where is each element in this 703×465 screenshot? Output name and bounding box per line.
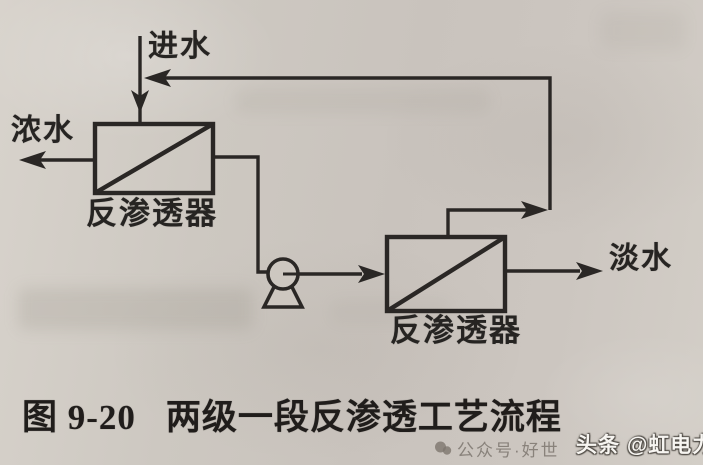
concentrate-arrowhead: [19, 151, 46, 169]
ro-unit-2-label: 反渗透器: [390, 313, 522, 348]
permeate-water-label: 淡水: [609, 242, 673, 275]
ro-unit-1-box: [92, 121, 216, 196]
figure-number: 图 9-20: [22, 398, 136, 437]
wechat-watermark: 公众号·好世: [434, 436, 560, 461]
permeate-arrowhead: [576, 262, 603, 280]
wechat-watermark-text: 公众号·好世: [457, 441, 560, 460]
ro-unit-1-membrane-diagonal: [93, 122, 215, 195]
concentrate-water-label: 浓水: [11, 114, 75, 147]
feed-water-label: 进水: [148, 30, 212, 63]
pump-outlet-arrowhead: [358, 265, 385, 283]
pump-icon: [261, 257, 305, 309]
interstage-line: [213, 155, 270, 274]
ro-unit-2-membrane-diagonal: [385, 235, 507, 313]
wechat-icon: [435, 441, 452, 455]
ro-unit-2-box: [384, 234, 508, 314]
ro-unit-1-label: 反渗透器: [86, 196, 218, 231]
feed-arrowhead: [131, 90, 149, 113]
figure-title: 两级一段反渗透工艺流程: [165, 398, 562, 437]
recycle-line-lower: [446, 208, 527, 237]
recycle-return-arrowhead: [144, 69, 171, 87]
recycle-line-upper: [162, 76, 552, 210]
figure-caption: 图 9-20 两级一段反渗透工艺流程: [22, 389, 562, 440]
recycle-lower-arrowhead: [521, 201, 548, 219]
toutiao-watermark: 头条 @虹电力: [576, 434, 703, 457]
